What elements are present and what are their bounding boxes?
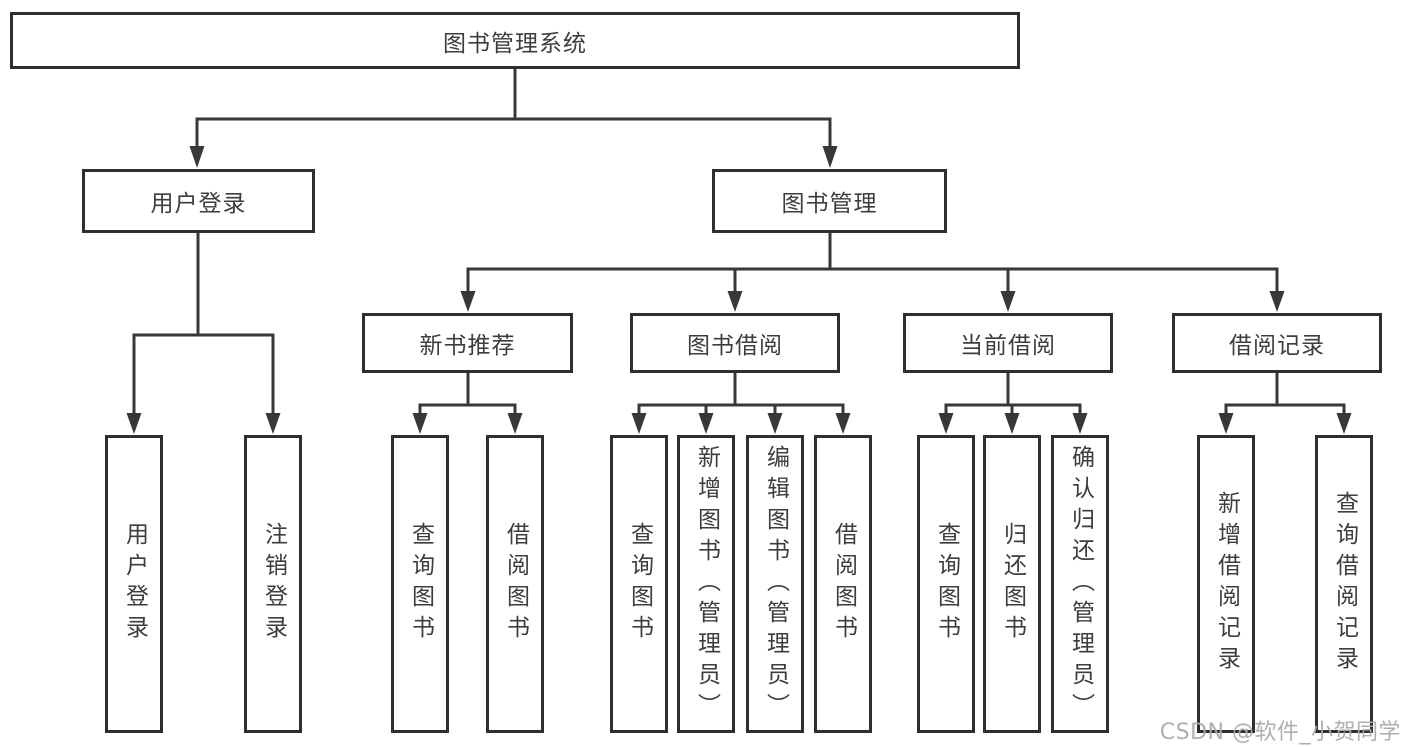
node-book-management: 图书管理	[712, 169, 947, 233]
node-logout: 注销登录	[244, 435, 302, 733]
node-current-query-books: 查询图书	[917, 435, 975, 733]
node-borrowing-borrow-books: 借阅图书	[814, 435, 872, 733]
node-label: 新增借阅记录	[1213, 491, 1240, 677]
node-label: 查询借阅记录	[1331, 491, 1358, 677]
node-recommend-borrow-books: 借阅图书	[486, 435, 544, 733]
node-label: 借阅图书	[502, 522, 529, 646]
node-confirm-return-admin: 确认归还（管理员）	[1051, 435, 1109, 733]
node-label: 用户登录	[121, 522, 148, 646]
node-edit-books-admin: 编辑图书（管理员）	[746, 435, 804, 733]
node-login: 用户登录	[105, 435, 163, 733]
node-label: 确认归还（管理员）	[1067, 444, 1094, 724]
node-add-borrow-record: 新增借阅记录	[1197, 435, 1255, 733]
node-label: 图书借阅	[687, 333, 783, 359]
node-label: 图书管理系统	[443, 30, 587, 57]
node-new-book-recommend: 新书推荐	[362, 313, 573, 373]
node-label: 查询图书	[626, 522, 653, 646]
node-label: 借阅记录	[1229, 333, 1325, 359]
node-label: 图书管理	[781, 191, 878, 217]
node-label: 查询图书	[407, 522, 434, 646]
node-book-borrowing: 图书借阅	[630, 313, 840, 373]
node-label: 当前借阅	[960, 333, 1056, 359]
node-current-borrowing: 当前借阅	[903, 313, 1113, 373]
node-label: 注销登录	[260, 522, 287, 646]
node-label: 新增图书（管理员）	[693, 444, 720, 724]
arrowhead-icons	[126, 146, 1352, 434]
node-borrow-records: 借阅记录	[1172, 313, 1382, 373]
node-label: 用户登录	[150, 191, 247, 217]
node-user-login: 用户登录	[82, 169, 315, 233]
node-label: 借阅图书	[830, 522, 857, 646]
node-query-borrow-record: 查询借阅记录	[1315, 435, 1373, 733]
node-return-books: 归还图书	[983, 435, 1041, 733]
node-borrowing-query-books: 查询图书	[610, 435, 668, 733]
node-recommend-query-books: 查询图书	[391, 435, 449, 733]
node-label: 归还图书	[999, 522, 1026, 646]
node-library-system: 图书管理系统	[10, 12, 1020, 69]
node-label: 查询图书	[933, 522, 960, 646]
node-add-books-admin: 新增图书（管理员）	[677, 435, 735, 733]
node-label: 编辑图书（管理员）	[762, 444, 789, 724]
watermark: CSDN @软件_小贺同学	[1159, 720, 1401, 745]
node-label: 新书推荐	[419, 333, 516, 359]
